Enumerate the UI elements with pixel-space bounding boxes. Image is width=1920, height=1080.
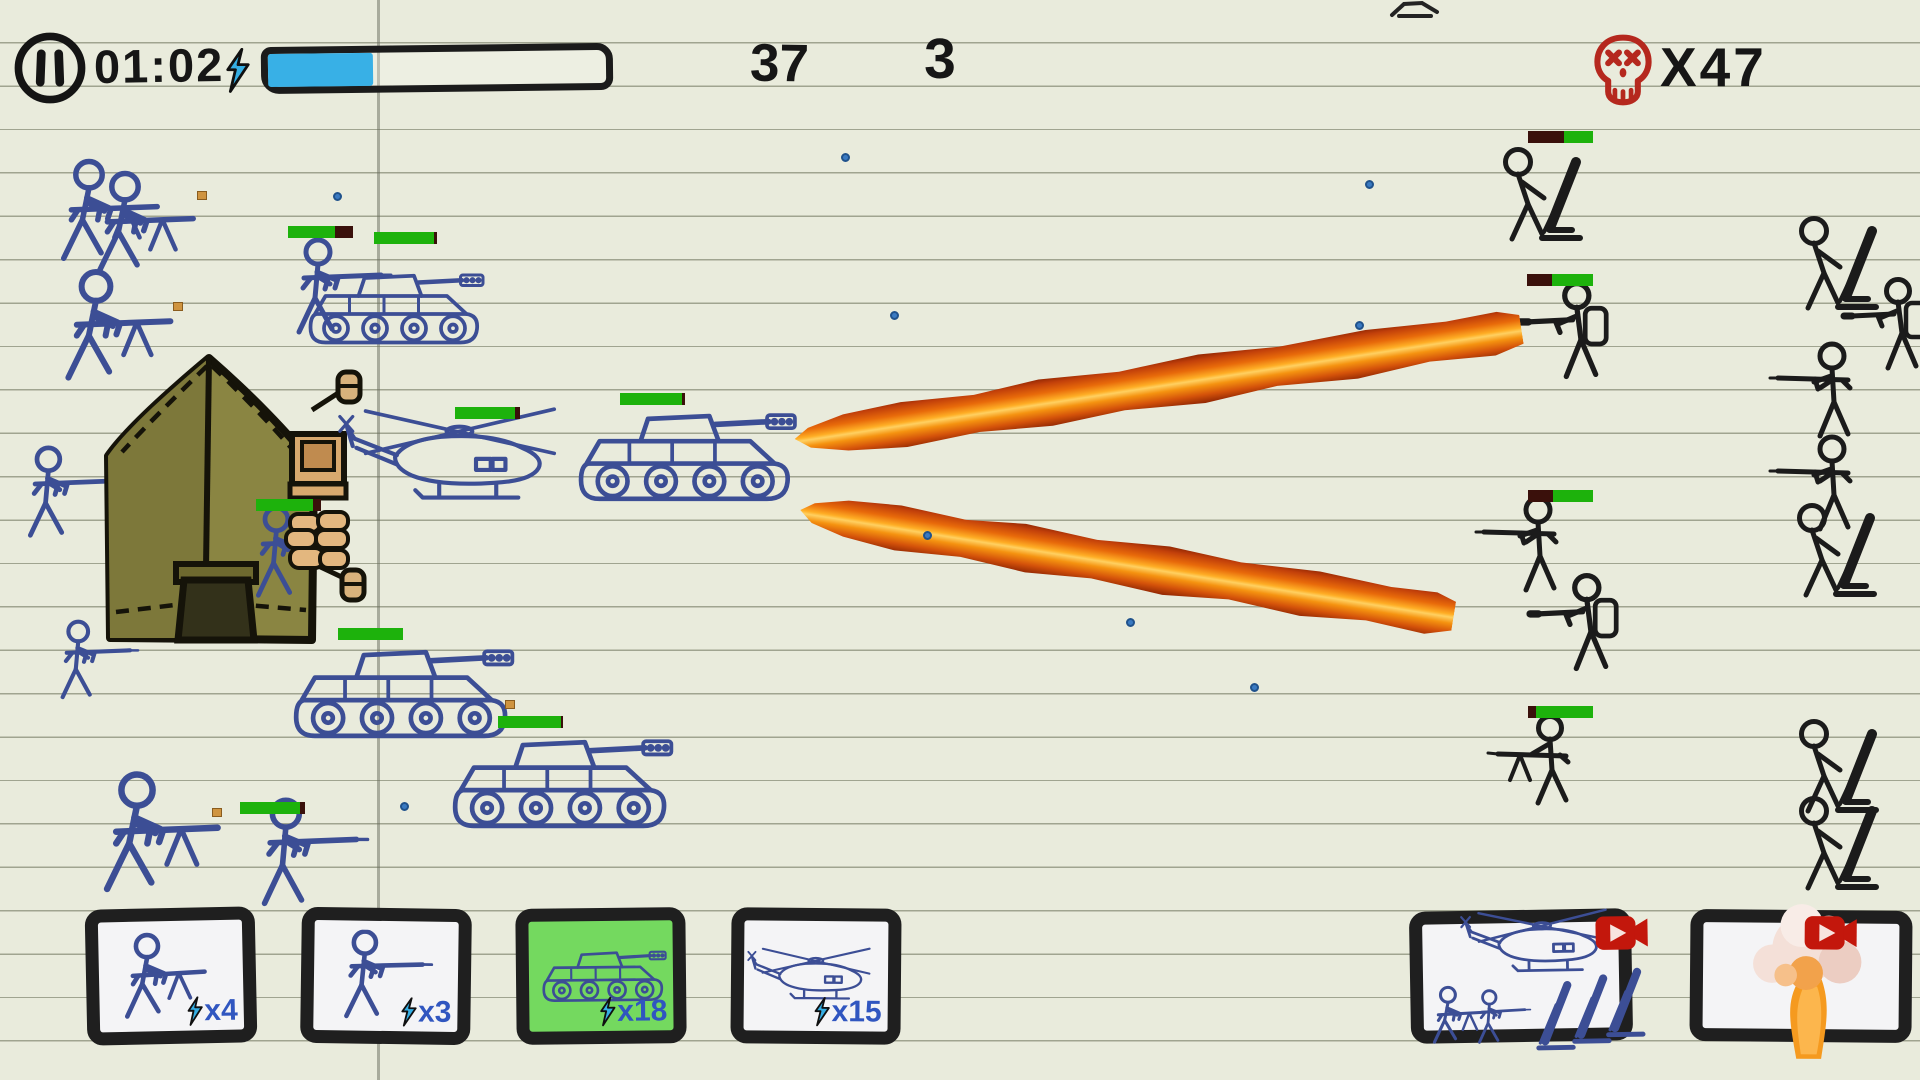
wave-number: 3	[924, 27, 956, 91]
card-cost: x18	[599, 994, 668, 1029]
unit-card-row: x4 x3 x18 x15	[84, 906, 902, 1046]
unit-rifle-e-enemy	[1770, 344, 1850, 436]
video-camera-icon	[1804, 916, 1857, 950]
unit-soldier-rifle-allied	[265, 800, 368, 903]
unit-soldier-mg-allied	[68, 272, 170, 378]
card-nuke-ad[interactable]	[1689, 903, 1913, 1060]
cost-bolt-icon	[400, 997, 417, 1027]
timer: 01:02	[93, 37, 225, 94]
card-rifleman[interactable]: x3	[300, 906, 472, 1046]
energy-bolt-icon	[226, 48, 250, 93]
unit-tank-allied	[296, 651, 512, 736]
offscreen-aircraft-sketch	[1390, 0, 1439, 18]
ad-card-row	[1408, 903, 1913, 1060]
card-art-soldier-rifle: x3	[313, 920, 459, 1032]
cost-bolt-icon	[814, 996, 830, 1027]
unit-mortar-man-enemy	[1800, 506, 1875, 596]
card-cost-label: x18	[617, 994, 668, 1028]
cost-bolt-icon	[186, 996, 203, 1026]
unit-mortar-man-enemy	[1802, 219, 1877, 309]
kill-count: X47	[1660, 36, 1767, 98]
notebook-margin-line	[377, 0, 380, 1080]
energy-bar	[260, 42, 614, 95]
energy-value: 37	[749, 33, 810, 94]
pause-icon	[14, 32, 86, 104]
pause-button[interactable]	[13, 28, 87, 108]
energy-bar-fill	[267, 52, 373, 88]
hud: 01:02 37 3 X47	[0, 0, 1920, 130]
unit-soldier-mg-allied	[107, 775, 217, 889]
unit-flamer-enemy	[1530, 576, 1616, 669]
unit-heli-allied	[340, 409, 554, 497]
card-machine-gunner[interactable]: x4	[84, 906, 258, 1046]
unit-rifle-e-enemy	[1476, 498, 1556, 590]
card-cost: x4	[186, 994, 238, 1029]
unit-mortar-man-enemy	[1506, 150, 1581, 240]
unit-soldier-mg-allied	[100, 174, 194, 271]
unit-tank-allied	[455, 741, 671, 826]
card-tank[interactable]: x18	[515, 907, 687, 1045]
cost-bolt-icon	[600, 996, 616, 1027]
unit-tank-allied	[581, 415, 795, 499]
card-air-support-ad[interactable]	[1408, 908, 1648, 1044]
unit-flamer-enemy	[1844, 280, 1920, 369]
unit-flamer-enemy	[1520, 284, 1606, 377]
skull-kill-icon	[1592, 34, 1654, 106]
card-helicopter[interactable]: x15	[730, 907, 902, 1045]
card-art-soldier-mg: x4	[98, 920, 244, 1033]
card-art-tank: x18	[528, 920, 673, 1032]
card-art-heli: x15	[744, 920, 889, 1031]
card-cost-label: x3	[417, 995, 452, 1029]
card-cost: x3	[400, 995, 452, 1030]
card-cost: x15	[813, 995, 882, 1030]
video-camera-icon	[1595, 915, 1648, 951]
unit-rifle-e-enemy	[1770, 437, 1850, 529]
card-cost-label: x15	[831, 995, 882, 1029]
card-cost-label: x4	[204, 993, 239, 1028]
unit-mg-e-enemy	[1488, 717, 1568, 804]
